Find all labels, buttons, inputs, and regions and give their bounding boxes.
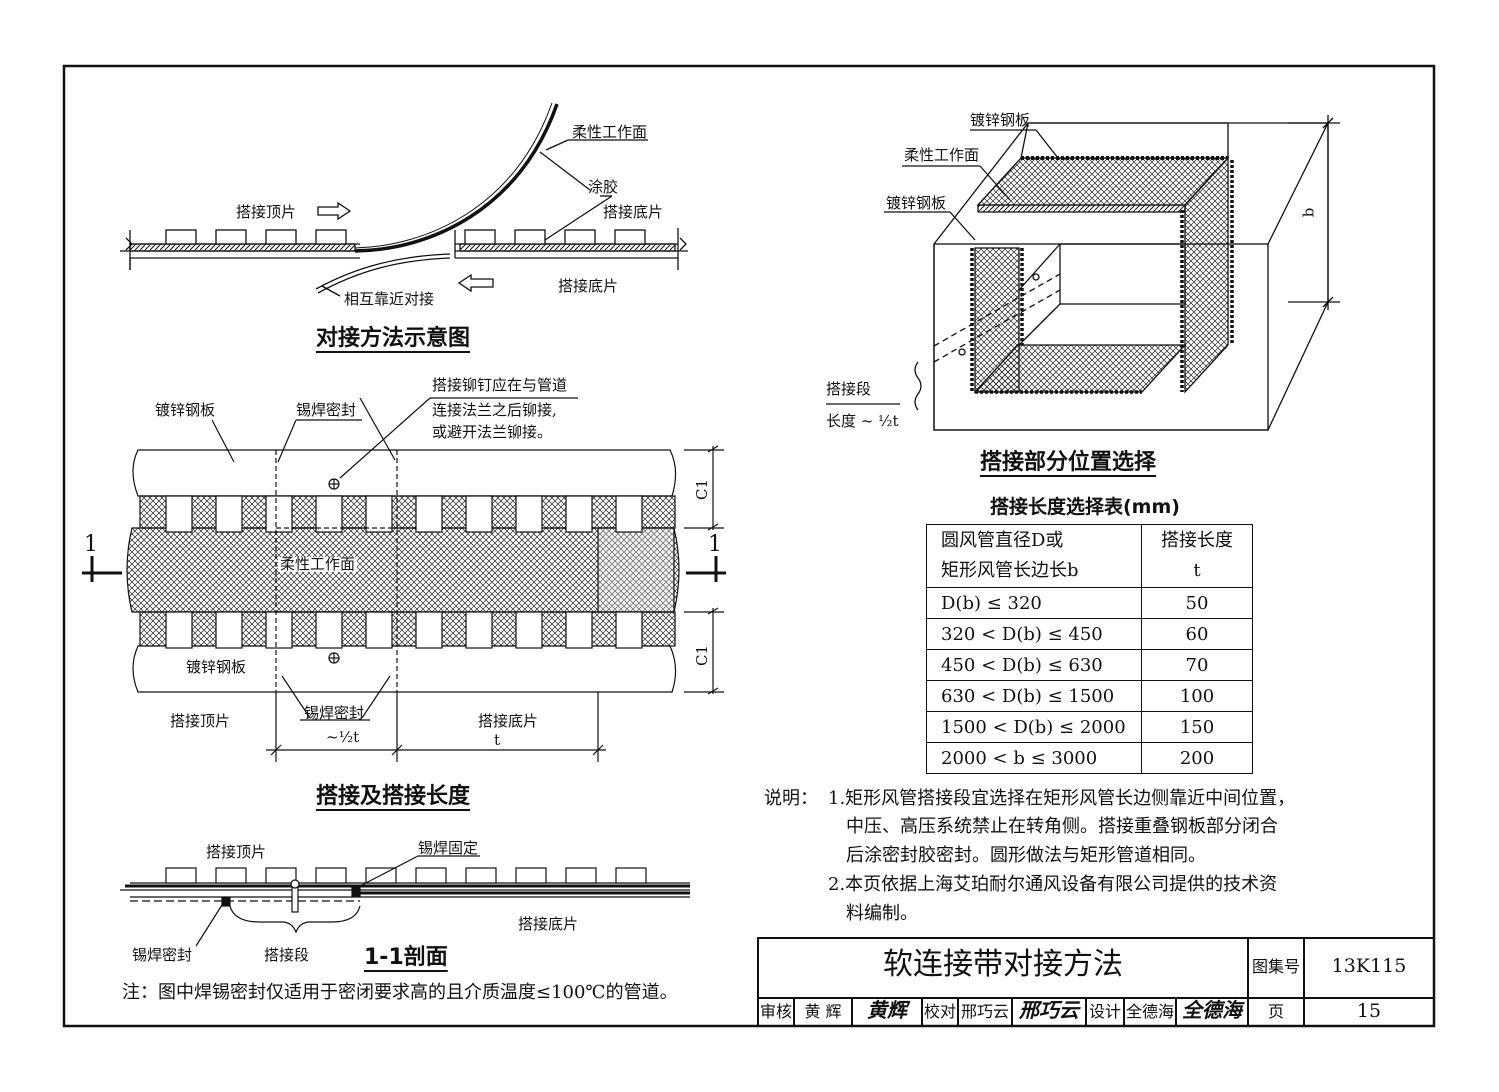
box-steel-left-label: 镀锌钢板 (886, 194, 947, 212)
box-overlap-len-prefix: 长度 ~ (826, 412, 874, 430)
notes-line-5: 料编制。 (846, 903, 918, 924)
overlap-title: 搭接及搭接长度 (316, 784, 471, 809)
table-title: 搭接长度选择表(mm) (990, 496, 1180, 518)
table-header-row: 圆风管直径D或 矩形风管长边长b 搭接长度 t (926, 524, 1253, 588)
table-header-length-line-1: 搭接长度 (1161, 530, 1233, 551)
table-header-length-line-2: t (1193, 560, 1201, 581)
review-label: 审核 (759, 1002, 792, 1021)
top-piece-label: 搭接顶片 (236, 203, 297, 221)
table-cell-range: D(b) ≤ 320 (926, 587, 1142, 619)
reviewer-signature: 黄辉 (867, 998, 907, 1022)
bottom-piece-lower-label: 搭接底片 (558, 277, 619, 295)
notes-line-1: 1.矩形风管搭接段宜选择在矩形风管长边侧靠近中间位置， (828, 788, 1296, 809)
butt-joint-diagram (120, 102, 688, 297)
bottom-piece-plan-label: 搭接底片 (478, 712, 539, 730)
box-steel-top-label: 镀锌钢板 (970, 111, 1031, 129)
flex-face-plan-label: 柔性工作面 (278, 555, 358, 573)
sheet-frame (62, 64, 1436, 1028)
section-mark-left: 1 (84, 532, 98, 557)
box-title: 搭接部分位置选择 (980, 450, 1157, 475)
c1-bottom-label: C1 (693, 644, 712, 667)
flex-face-label: 柔性工作面 (572, 123, 648, 141)
section-overlap-seg-label: 搭接段 (264, 946, 310, 964)
table-cell-length: 70 (1141, 649, 1253, 681)
rivet-note-line-2: 连接法兰之后铆接, (432, 401, 557, 419)
table-cell-range: 450 < D(b) ≤ 630 (926, 649, 1142, 681)
designer-name: 全德海 (1125, 1002, 1174, 1021)
notes-prefix: 说明： (764, 788, 818, 809)
table-cell-length: 50 (1141, 587, 1253, 619)
page-label: 页 (1267, 1002, 1284, 1021)
glue-label: 涂胶 (588, 178, 619, 196)
section-top-piece-label: 搭接顶片 (206, 843, 267, 861)
notes-line-2: 中压、高压系统禁止在转角侧。搭接重叠钢板部分闭合 (846, 816, 1278, 837)
c1-top-label: C1 (693, 478, 712, 501)
drawing-title: 软连接带对接方法 (883, 947, 1123, 982)
section-solder-seal-label: 锡焊密封 (132, 946, 193, 964)
butt-joint-title: 对接方法示意图 (316, 326, 471, 351)
box-overlap-seg-label: 搭接段 (826, 380, 872, 398)
solder-fix-label: 锡焊固定 (418, 839, 479, 857)
table-header-range: 圆风管直径D或 矩形风管长边长b (926, 524, 1142, 588)
atlas-number: 13K115 (1331, 955, 1407, 977)
section-title: 1-1剖面 (364, 945, 448, 970)
bottom-piece-upper-label: 搭接底片 (603, 203, 664, 221)
table-header-length: 搭接长度 t (1141, 524, 1253, 588)
atlas-label: 图集号 (1251, 957, 1300, 976)
footnote: 注：图中焊锡密封仅适用于密闭要求高的且介质温度≤100℃的管道。 (122, 982, 678, 1003)
section-mark-right: 1 (708, 532, 722, 557)
overlap-plan-diagram (82, 397, 726, 762)
checker-name: 邢巧云 (960, 1002, 1009, 1021)
notes-line-3: 后涂密封胶密封。圆形做法与矩形管道相同。 (846, 845, 1206, 866)
table-cell-range: 2000 < b ≤ 3000 (926, 742, 1142, 774)
page-number: 15 (1356, 1000, 1382, 1022)
table-header-range-line-2: 矩形风管长边长b (941, 560, 1079, 581)
table-cell-range: 1500 < D(b) ≤ 2000 (926, 711, 1142, 743)
table-cell-range: 320 < D(b) ≤ 450 (926, 618, 1142, 650)
b-dimension-label: b (1299, 207, 1318, 218)
notes-line-4: 2.本页依据上海艾珀耐尔通风设备有限公司提供的技术资 (828, 874, 1278, 895)
section-bottom-piece-label: 搭接底片 (518, 915, 579, 933)
box-flex-face-label: 柔性工作面 (904, 146, 980, 164)
top-piece-plan-label: 搭接顶片 (170, 712, 231, 730)
box-overlap-len-value: ½t (878, 412, 899, 430)
solder-seal-top-label: 锡焊密封 (296, 401, 357, 419)
steel-plate-bottom-label: 镀锌钢板 (186, 658, 247, 676)
approach-label: 相互靠近对接 (344, 290, 435, 308)
table-cell-length: 200 (1141, 742, 1253, 774)
duct-box-diagram (826, 115, 1340, 431)
section-1-1-diagram (120, 855, 690, 947)
table-header-range-line-1: 圆风管直径D或 (941, 530, 1064, 551)
rivet-note-line-1: 搭接铆钉应在与管道 (432, 376, 568, 394)
design-label: 设计 (1088, 1002, 1121, 1021)
reviewer-name: 黄 辉 (804, 1002, 842, 1021)
title-block-frame (757, 937, 1435, 1027)
table-cell-length: 100 (1141, 680, 1253, 712)
table-cell-range: 630 < D(b) ≤ 1500 (926, 680, 1142, 712)
checker-signature: 邢巧云 (1019, 998, 1079, 1022)
rivet-note-line-3: 或避开法兰铆接。 (432, 423, 553, 441)
table-cell-length: 150 (1141, 711, 1253, 743)
half-t-label: ~½t (326, 728, 360, 746)
solder-seal-bottom-label: 锡焊密封 (304, 704, 365, 722)
t-dimension-label: t (494, 731, 501, 749)
designer-signature: 全德海 (1182, 998, 1242, 1022)
table-cell-length: 60 (1141, 618, 1253, 650)
check-label: 校对 (923, 1002, 956, 1021)
steel-plate-top-label: 镀锌钢板 (155, 401, 216, 419)
